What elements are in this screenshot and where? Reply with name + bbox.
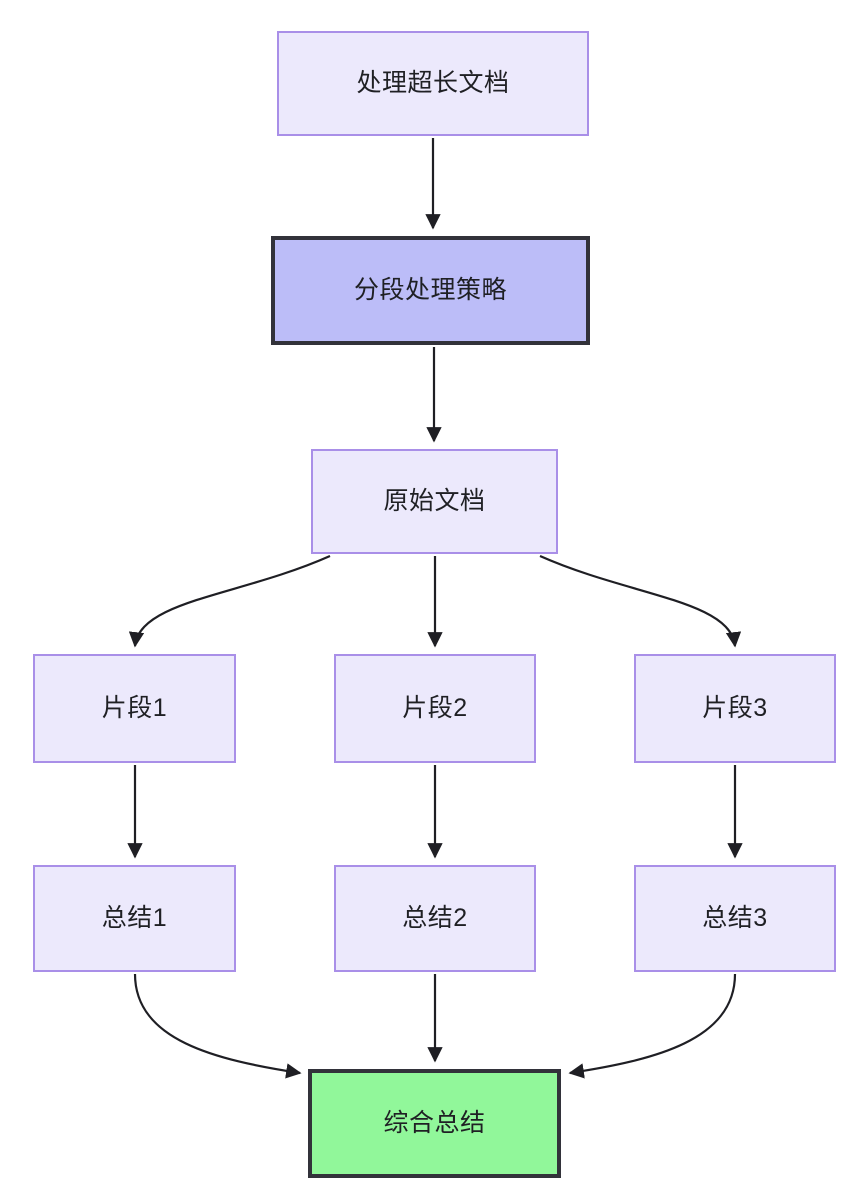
node-label: 综合总结 [383, 1108, 486, 1137]
node-label: 片段3 [702, 693, 768, 722]
node-label: 片段2 [402, 693, 468, 722]
node-label: 原始文档 [383, 486, 486, 515]
edge-n3-n6 [539, 554, 742, 648]
node-label: 片段1 [101, 693, 168, 722]
node-label: 总结3 [702, 903, 768, 932]
node-label: 分段处理策略 [353, 275, 507, 304]
node-fragment-3[interactable]: 片段3 [634, 654, 836, 763]
node-summary-1[interactable]: 总结1 [33, 865, 236, 972]
node-original-document[interactable]: 原始文档 [311, 449, 558, 554]
node-label: 总结1 [101, 903, 168, 932]
node-fragment-1[interactable]: 片段1 [33, 654, 236, 763]
edge-n9-n10 [568, 973, 737, 1079]
node-chunking-strategy[interactable]: 分段处理策略 [271, 236, 590, 345]
node-summary-3[interactable]: 总结3 [634, 865, 836, 972]
edge-n3-n4 [128, 554, 331, 648]
edge-n7-n10 [133, 973, 302, 1079]
node-process-long-document[interactable]: 处理超长文档 [277, 31, 589, 136]
node-comprehensive-summary[interactable]: 综合总结 [308, 1069, 561, 1178]
node-summary-2[interactable]: 总结2 [334, 865, 536, 972]
node-fragment-2[interactable]: 片段2 [334, 654, 536, 763]
node-label: 总结2 [402, 903, 468, 932]
node-label: 处理超长文档 [356, 68, 510, 97]
